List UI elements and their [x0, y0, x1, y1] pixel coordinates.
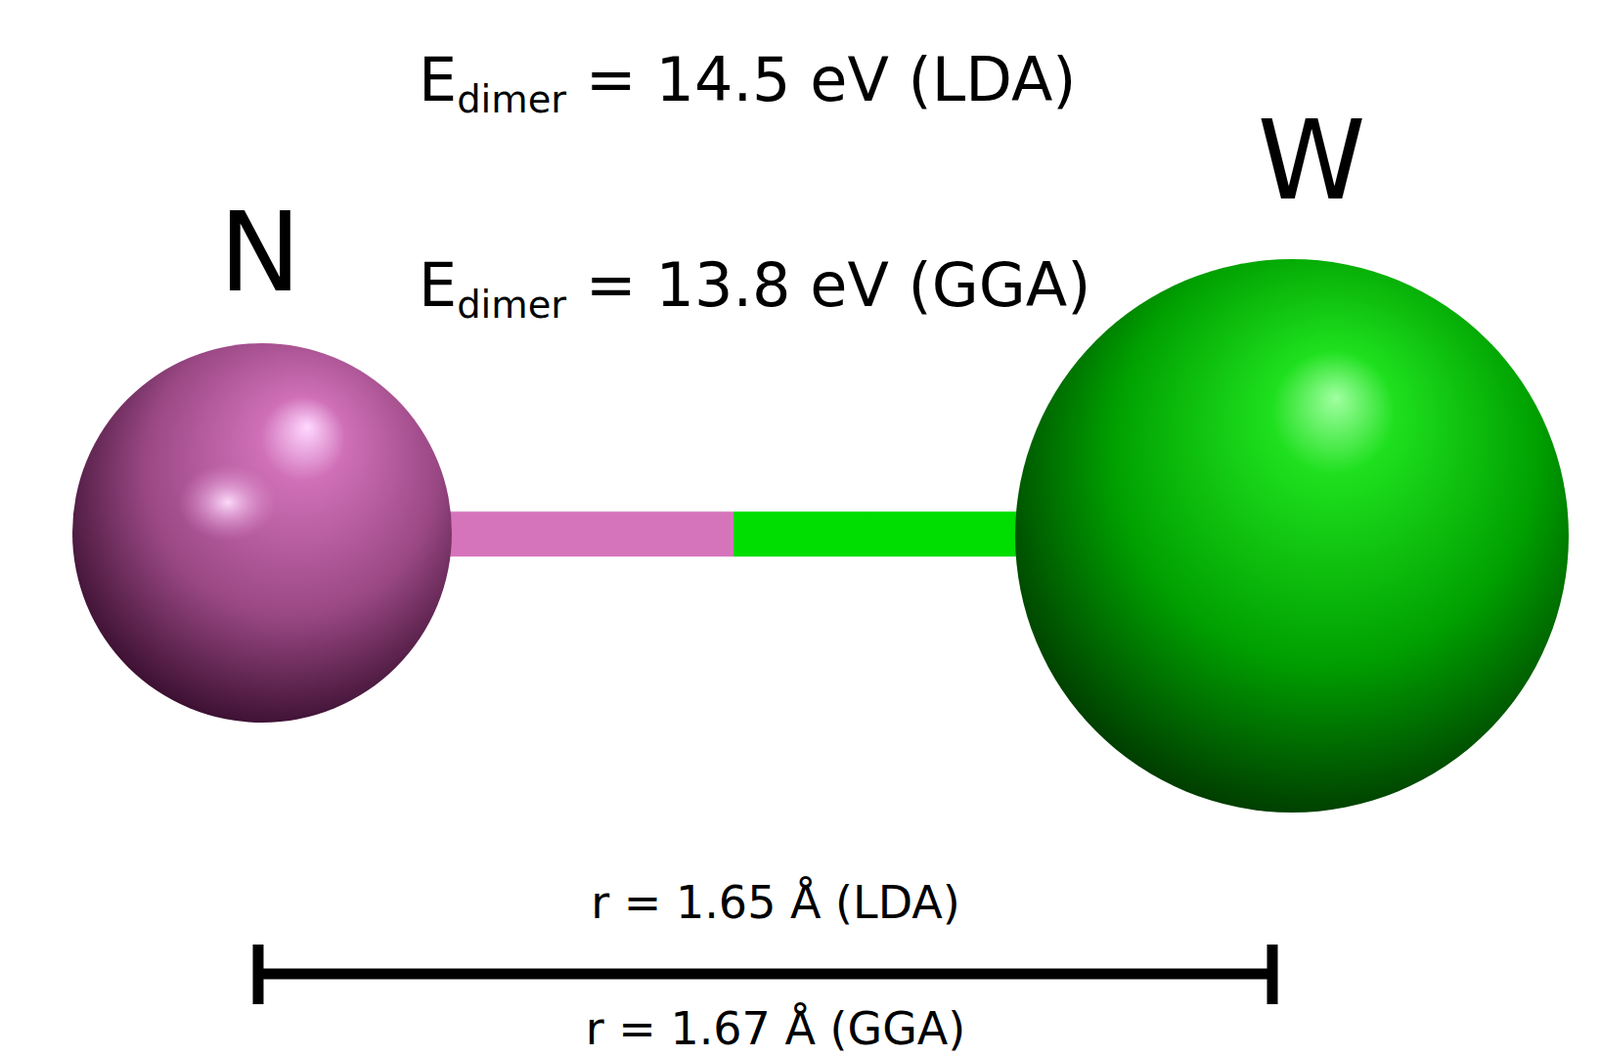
- energy-value: Edimer = 13.8 eV (GGA): [418, 252, 1091, 319]
- element-symbol: W: [1033, 105, 1590, 216]
- bond-line: [446, 511, 1021, 557]
- distance-value: r = 1.65 Å (LDA): [590, 878, 960, 929]
- sphere-body: [1015, 259, 1569, 813]
- scale-line: [255, 969, 1276, 980]
- sphere-highlight: [177, 464, 277, 541]
- sphere-shape: [1014, 258, 1570, 814]
- scale-tick: [1267, 944, 1279, 1005]
- energy-value: Edimer = 14.5 eV (LDA): [418, 46, 1077, 114]
- sphere-body: [72, 343, 452, 723]
- atom-sphere: W: [1014, 258, 1570, 814]
- element-symbol: N: [69, 197, 451, 308]
- sphere-shape: [71, 342, 453, 724]
- atom-sphere: N: [71, 342, 453, 724]
- scale-tick: [253, 944, 265, 1005]
- distance-value: r = 1.67 Å (GGA): [585, 1004, 966, 1055]
